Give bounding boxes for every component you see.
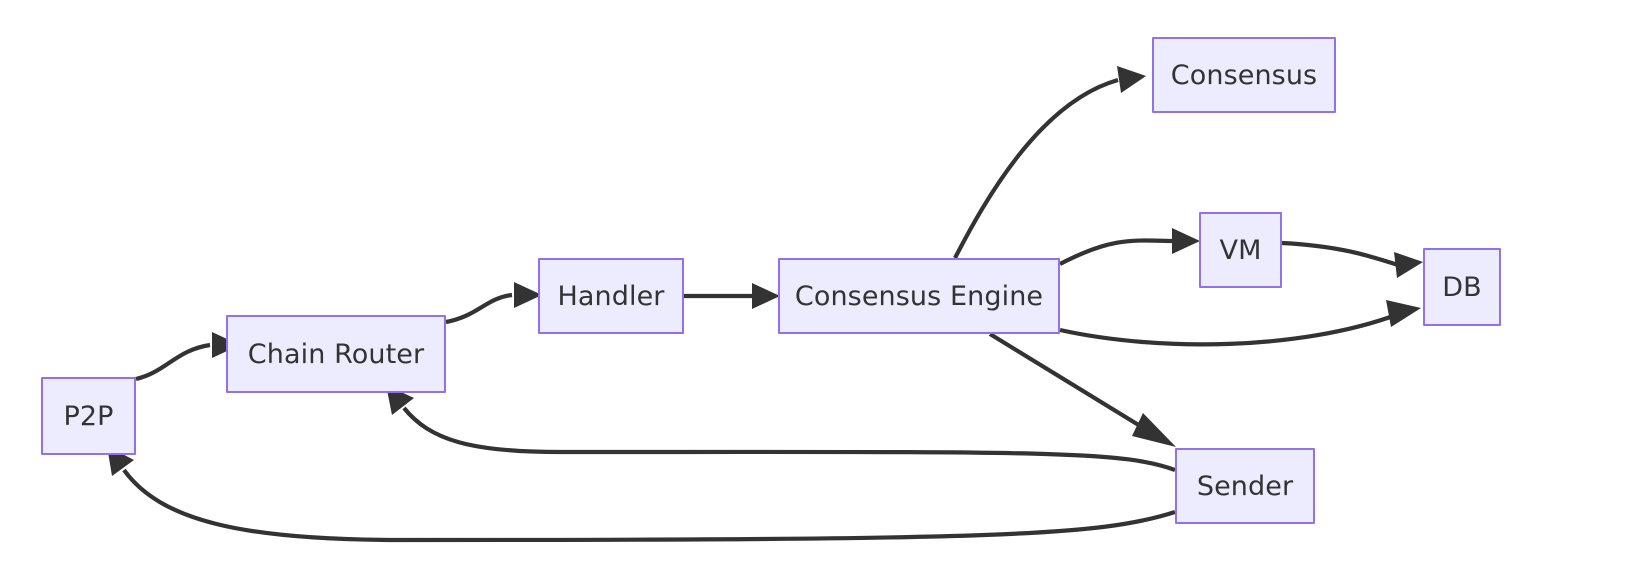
node-label-db: DB xyxy=(1442,271,1482,303)
edge-consensus-engine-to-vm xyxy=(1059,228,1200,266)
node-label-p2p: P2P xyxy=(63,400,114,432)
edge-handler-to-consensus-engine xyxy=(684,283,780,309)
edge-p2p-to-chain-router xyxy=(135,332,240,382)
node-handler[interactable]: Handler xyxy=(538,258,684,334)
edge-consensus-engine-to-consensus xyxy=(953,66,1146,259)
node-label-handler: Handler xyxy=(557,280,665,312)
edge-chain-router-to-handler xyxy=(445,282,542,325)
edge-consensus-engine-to-sender xyxy=(988,332,1176,447)
node-consensus[interactable]: Consensus xyxy=(1152,37,1336,113)
node-consensus-engine[interactable]: Consensus Engine xyxy=(778,258,1060,334)
node-sender[interactable]: Sender xyxy=(1175,448,1315,524)
node-p2p[interactable]: P2P xyxy=(41,377,136,455)
edge-sender-to-chain-router xyxy=(386,385,1176,472)
edge-sender-to-p2p xyxy=(107,446,1176,543)
node-label-consensus: Consensus xyxy=(1170,59,1318,91)
node-chain-router[interactable]: Chain Router xyxy=(226,315,446,393)
node-label-vm: VM xyxy=(1219,234,1262,266)
edge-consensus-engine-to-db xyxy=(1059,300,1421,347)
node-vm[interactable]: VM xyxy=(1199,212,1282,288)
edge-vm-to-db xyxy=(1281,240,1423,278)
node-label-consensus-engine: Consensus Engine xyxy=(794,280,1044,312)
node-label-chain-router: Chain Router xyxy=(247,338,425,370)
node-db[interactable]: DB xyxy=(1423,248,1501,326)
node-label-sender: Sender xyxy=(1196,470,1294,502)
